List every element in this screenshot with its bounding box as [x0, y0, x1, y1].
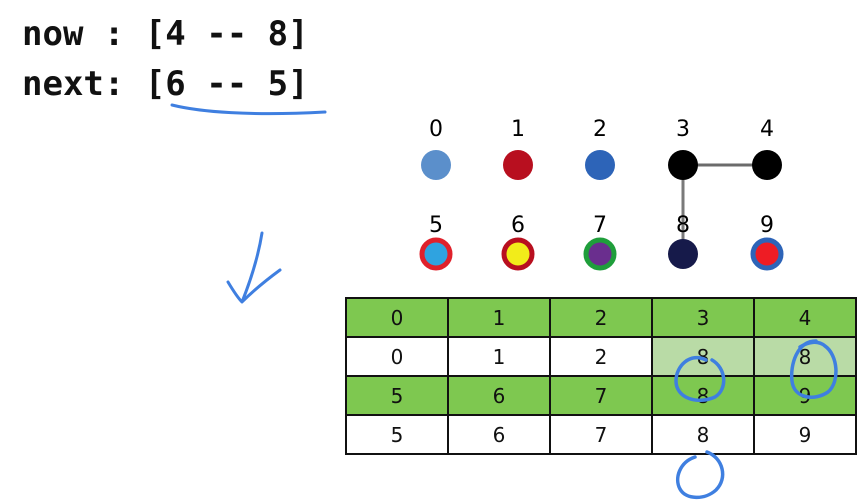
node-label: 3	[676, 117, 690, 142]
graph-node	[668, 150, 698, 180]
table-cell: 9	[753, 375, 857, 416]
graph-node	[501, 237, 535, 271]
graph-node	[750, 237, 784, 271]
graph-node	[419, 237, 453, 271]
node-label: 0	[429, 117, 443, 142]
table-cell: 0	[345, 297, 449, 338]
table-cell: 5	[345, 375, 449, 416]
table-cell: 6	[447, 375, 551, 416]
node-label: 9	[760, 213, 774, 238]
graph-node	[668, 239, 698, 269]
table-cell: 1	[447, 336, 551, 377]
table-cell: 2	[549, 336, 653, 377]
next-pair-text: next: [6 -- 5]	[22, 64, 309, 104]
now-pair-text: now : [4 -- 8]	[22, 14, 309, 54]
table-cell: 5	[345, 414, 449, 455]
node-label: 7	[593, 213, 607, 238]
node-label: 2	[593, 117, 607, 142]
table-cell: 1	[447, 297, 551, 338]
node-label: 5	[429, 213, 443, 238]
table-cell: 7	[549, 414, 653, 455]
table-cell: 6	[447, 414, 551, 455]
table-cell: 9	[753, 414, 857, 455]
node-label: 1	[511, 117, 525, 142]
table-row: 0 1 2 8 8	[345, 336, 857, 377]
graph-node	[503, 150, 533, 180]
table-cell: 8	[651, 375, 755, 416]
union-find-table: 0 1 2 3 4 0 1 2 8 8 5 6 7 8 9 5 6 7 8 9	[345, 297, 857, 455]
table-row: 5 6 7 8 9	[345, 375, 857, 416]
table-cell: 8	[651, 414, 755, 455]
union-find-graph: 0 1 2 3 4 5 6 7 8 9	[419, 117, 784, 271]
graph-node	[585, 150, 615, 180]
table-cell: 4	[753, 297, 857, 338]
table-cell-highlighted: 8	[651, 336, 755, 377]
table-cell-highlighted: 8	[753, 336, 857, 377]
table-row: 0 1 2 3 4	[345, 297, 857, 338]
node-label: 8	[676, 213, 690, 238]
graph-node	[752, 150, 782, 180]
graph-node	[583, 237, 617, 271]
table-row: 5 6 7 8 9	[345, 414, 857, 455]
table-cell: 2	[549, 297, 653, 338]
table-cell: 0	[345, 336, 449, 377]
table-cell: 7	[549, 375, 653, 416]
node-label: 6	[511, 213, 525, 238]
circle-annotation	[675, 450, 725, 500]
graph-node	[421, 150, 451, 180]
table-cell: 3	[651, 297, 755, 338]
node-label: 4	[760, 117, 774, 142]
